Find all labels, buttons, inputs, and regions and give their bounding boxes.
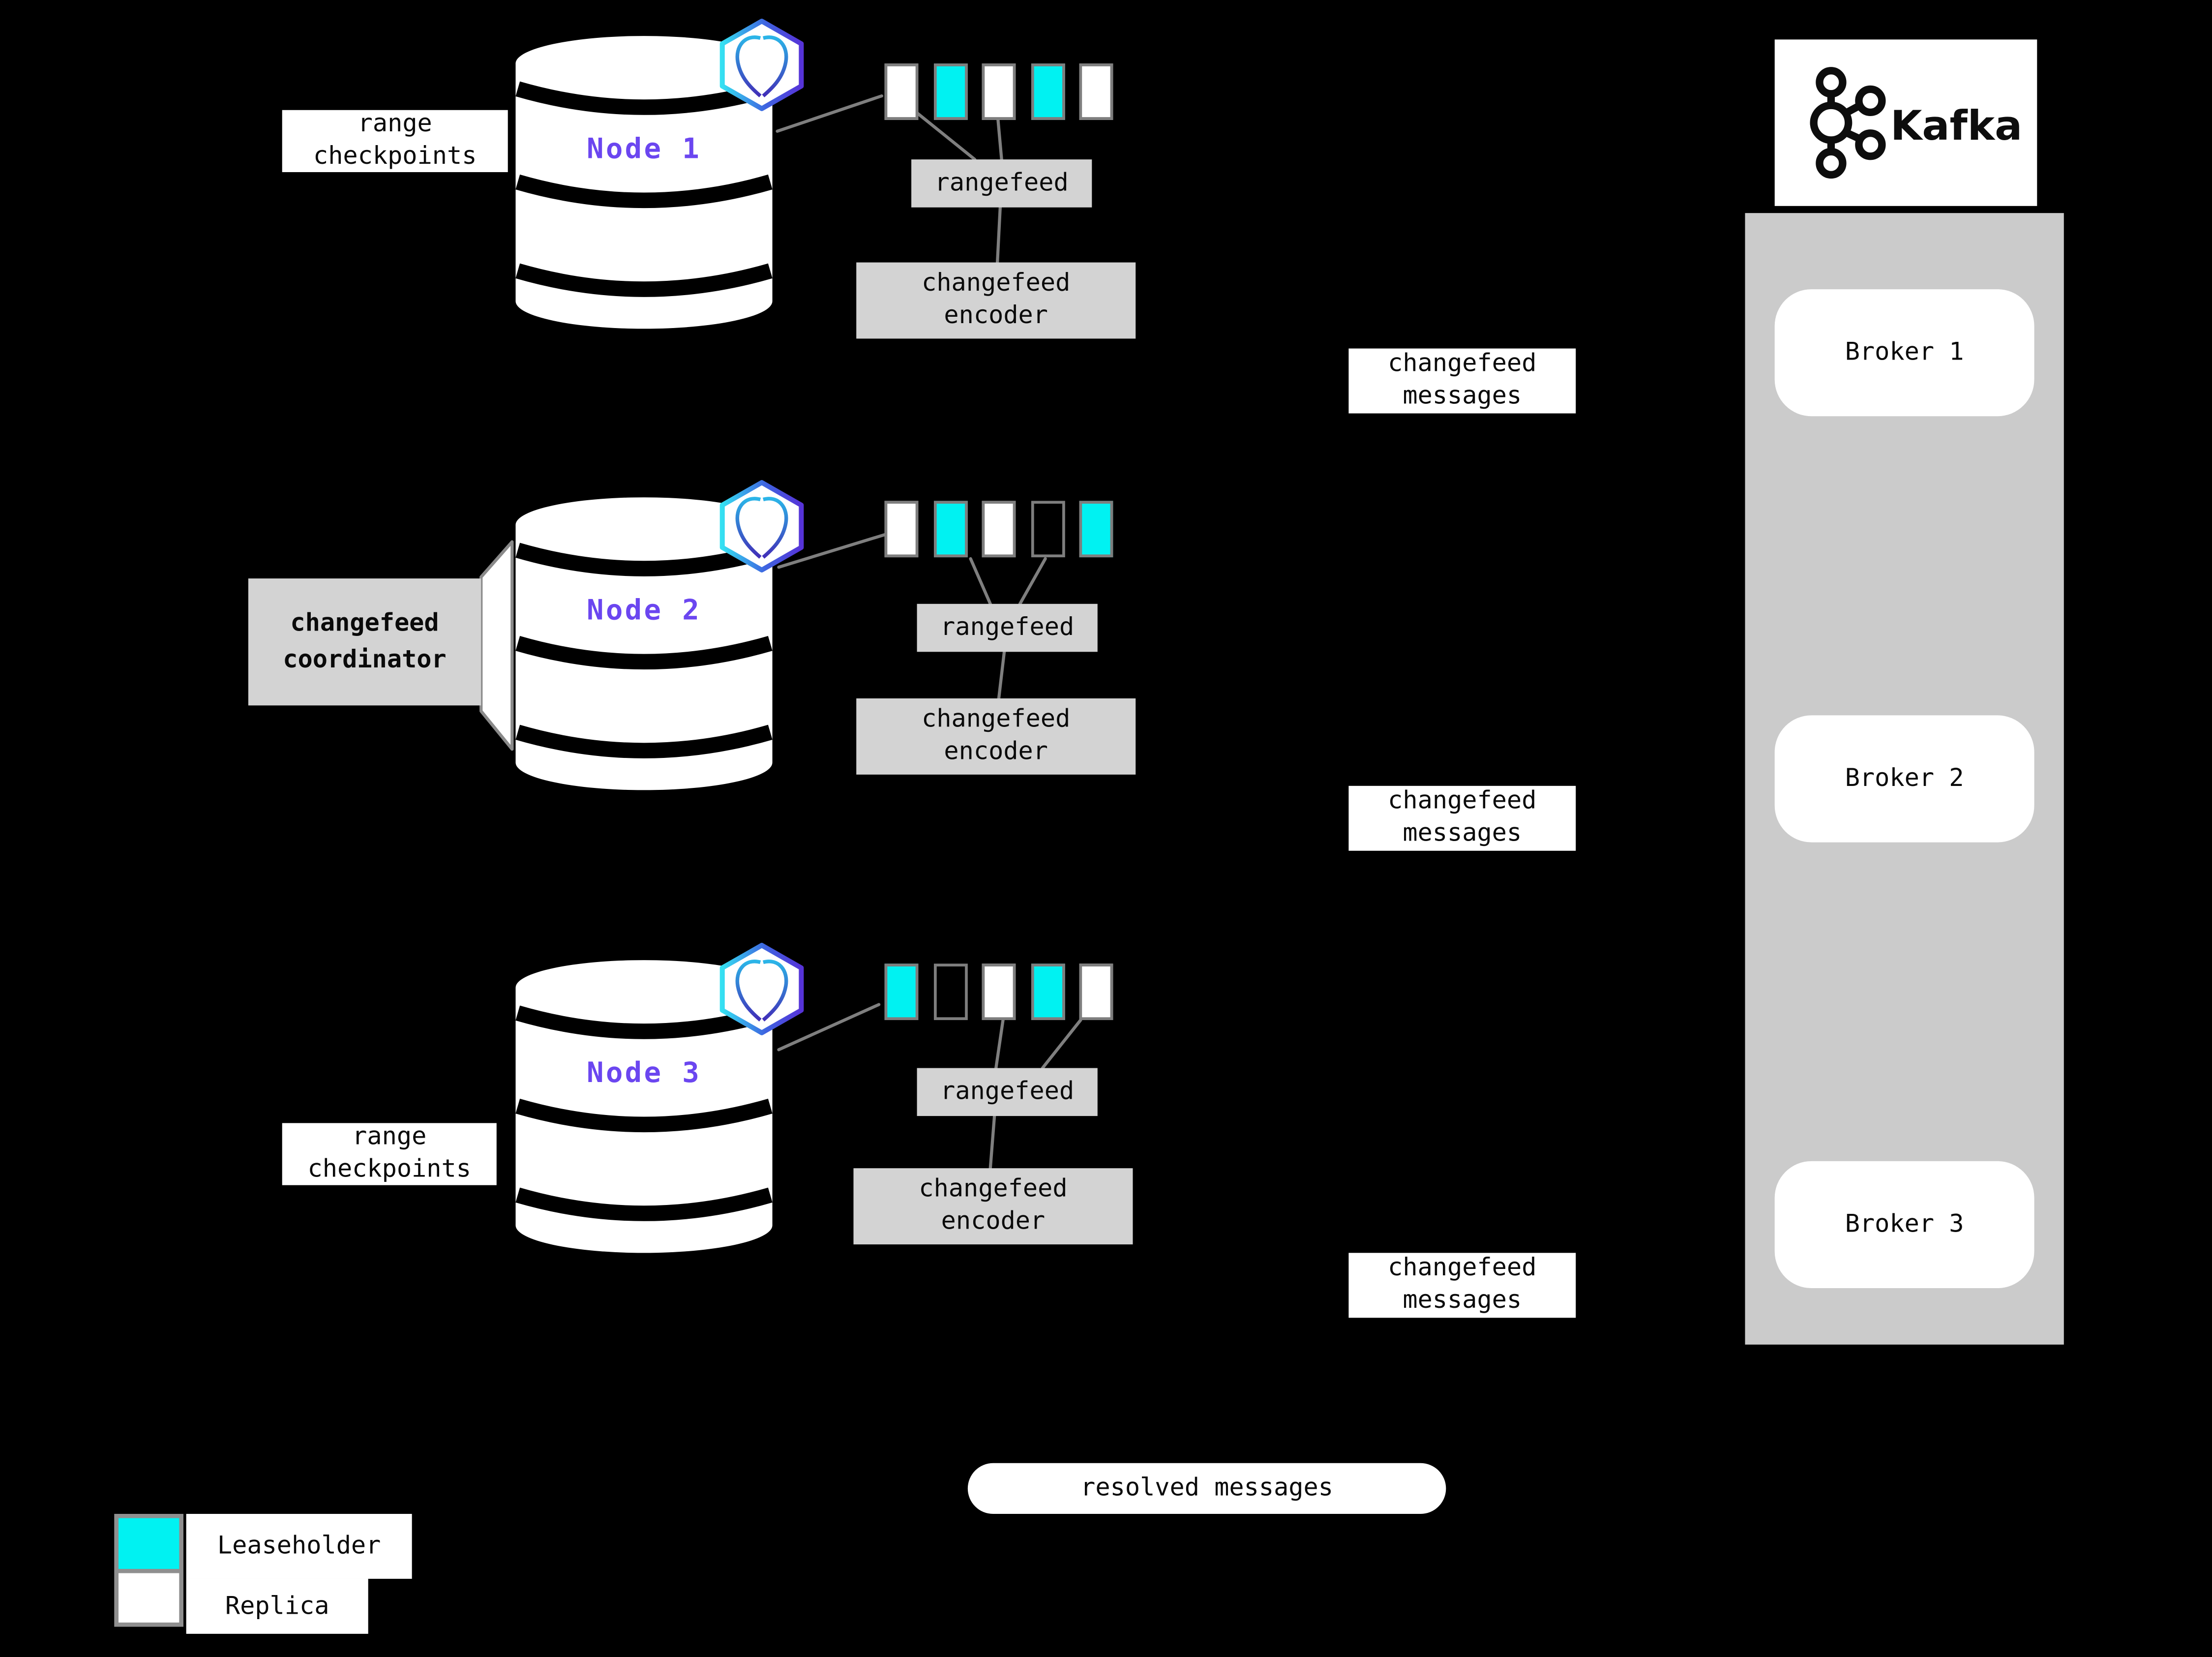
node2-rangefeed-box: rangefeed	[917, 603, 1098, 652]
coordinator-callout-pointer	[479, 540, 514, 751]
range-empty	[933, 964, 967, 1021]
node3-changefeed-encoder-box: changefeed encoder	[853, 1168, 1133, 1245]
node3-database-cylinder	[515, 960, 773, 1253]
range-leaseholder	[1030, 63, 1065, 120]
range-leaseholder	[933, 63, 967, 120]
node3-range-checkpoints-label: range checkpoints	[282, 1123, 497, 1185]
legend-leaseholder-label: Leaseholder	[186, 1514, 412, 1579]
legend-leaseholder-swatch	[118, 1518, 179, 1568]
resolved-messages-label: resolved messages	[967, 1463, 1446, 1514]
kafka-broker-1: Broker 1	[1774, 289, 2034, 417]
cockroachdb-logo-icon	[719, 480, 804, 572]
node3-ranges	[884, 964, 1113, 1021]
changefeed-coordinator-box: changefeed coordinator	[248, 578, 481, 706]
node2-changefeed-encoder-box: changefeed encoder	[856, 698, 1136, 775]
kafka-broker-3: Broker 3	[1774, 1161, 2034, 1289]
node1-database-cylinder	[515, 36, 773, 329]
node2-ranges	[884, 501, 1113, 558]
range-empty	[1030, 501, 1065, 558]
range-leaseholder	[1030, 964, 1065, 1021]
node1-range-checkpoints-label: range checkpoints	[282, 110, 508, 172]
node3-title: Node 3	[586, 1055, 702, 1089]
changefeed-messages-label-1: changefeed messages	[1348, 348, 1576, 414]
range-replica	[982, 964, 1016, 1021]
node1-ranges	[884, 63, 1113, 120]
range-replica	[884, 63, 919, 120]
kafka-logo-icon	[1810, 67, 1886, 179]
range-leaseholder	[884, 964, 919, 1021]
range-leaseholder	[1079, 501, 1113, 558]
kafka-logo-text: Kafka	[1890, 101, 2023, 150]
changefeed-messages-label-3: changefeed messages	[1348, 1253, 1576, 1318]
changefeed-messages-label-2: changefeed messages	[1348, 785, 1576, 851]
node1-changefeed-encoder-box: changefeed encoder	[856, 262, 1136, 339]
kafka-broker-2: Broker 2	[1774, 715, 2034, 843]
range-replica	[982, 63, 1016, 120]
node1-title: Node 1	[586, 131, 702, 165]
range-replica	[884, 501, 919, 558]
kafka-cluster-container: Broker 1 Broker 2 Broker 3	[1745, 213, 2064, 1345]
legend-swatches	[114, 1514, 183, 1627]
range-replica	[1079, 63, 1113, 120]
kafka-logo-panel	[1774, 39, 2037, 206]
legend-replica-label: Replica	[186, 1578, 368, 1634]
cockroachdb-logo-icon	[719, 942, 804, 1035]
legend-replica-swatch	[118, 1572, 179, 1623]
node3-rangefeed-box: rangefeed	[917, 1068, 1098, 1116]
node2-database-cylinder	[515, 497, 773, 790]
node2-title: Node 2	[586, 592, 702, 627]
cockroachdb-logo-icon	[719, 19, 804, 111]
range-replica	[982, 501, 1016, 558]
range-leaseholder	[933, 501, 967, 558]
range-replica	[1079, 964, 1113, 1021]
node1-rangefeed-box: rangefeed	[911, 159, 1092, 208]
